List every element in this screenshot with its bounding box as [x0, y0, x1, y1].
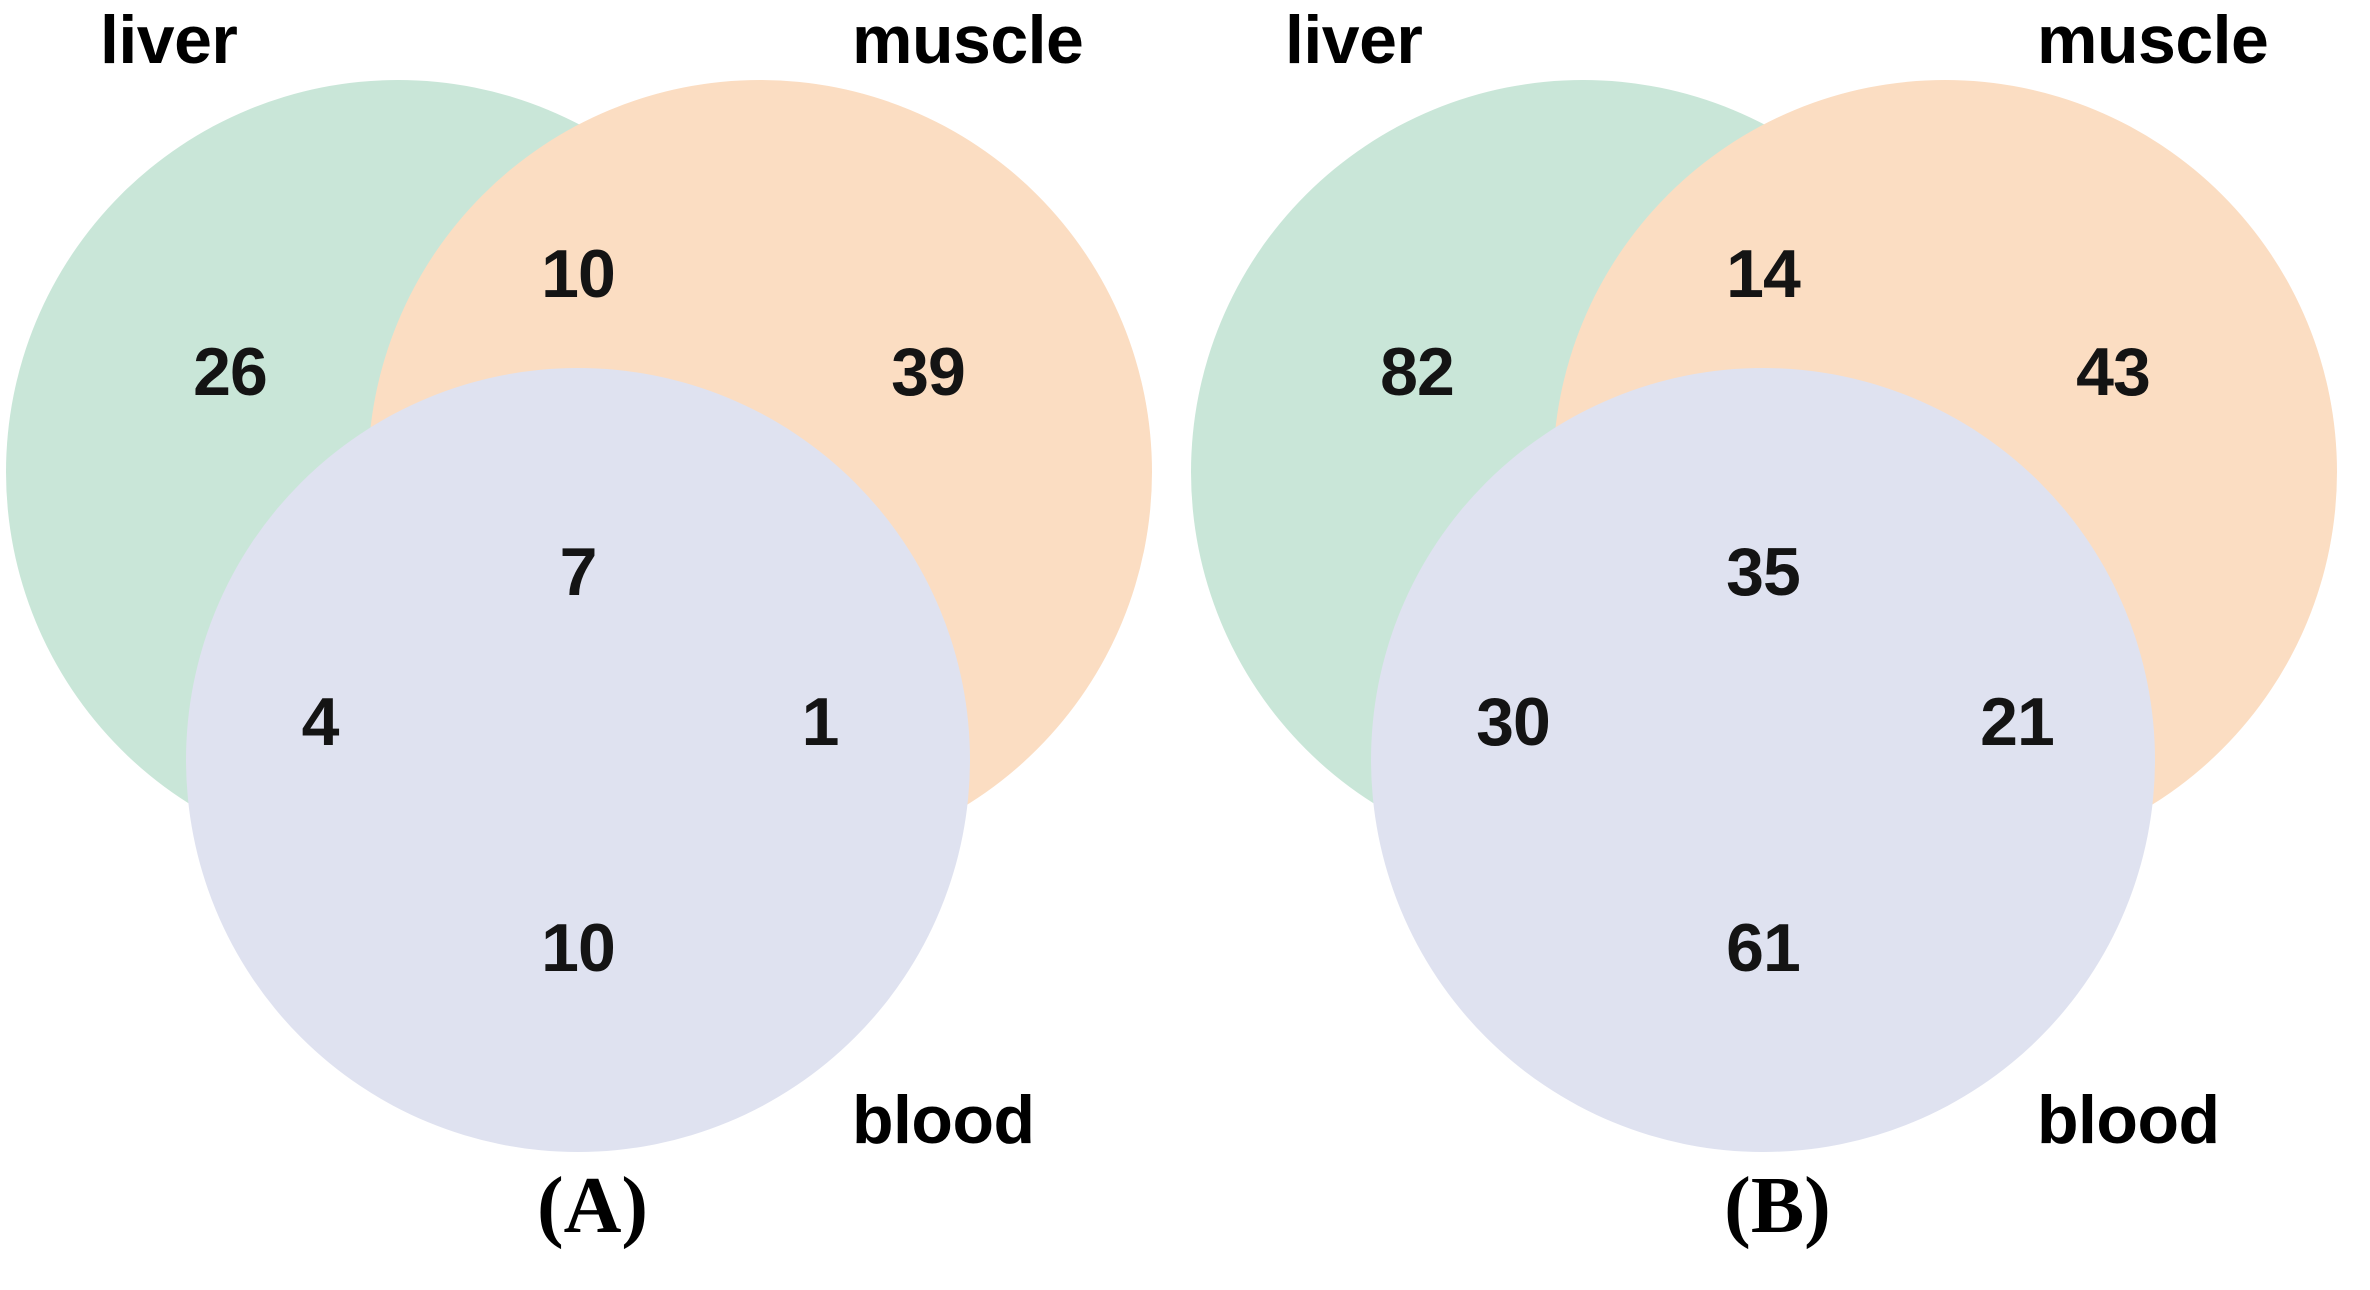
count-muscle-only: 43	[2076, 334, 2151, 410]
count-liver-only: 82	[1380, 334, 1455, 410]
count-muscle-blood: 21	[1980, 684, 2055, 760]
count-blood-only: 61	[1726, 910, 1801, 986]
count-liver-blood: 30	[1476, 684, 1551, 760]
count-liver-muscle-blood: 7	[559, 534, 598, 610]
count-blood-only: 10	[541, 910, 616, 986]
venn-circles-b	[1191, 80, 2337, 1152]
blood-circle	[186, 368, 970, 1152]
count-liver-muscle: 10	[541, 236, 616, 312]
count-muscle-only: 39	[891, 334, 966, 410]
count-liver-blood: 4	[301, 684, 340, 760]
set-label-muscle: muscle	[852, 2, 1084, 78]
panel-caption-b: (B)	[1724, 1162, 1831, 1250]
count-liver-only: 26	[193, 334, 268, 410]
set-label-liver: liver	[1285, 2, 1423, 78]
count-liver-muscle: 14	[1726, 236, 1801, 312]
count-muscle-blood: 1	[801, 684, 840, 760]
set-label-blood: blood	[2037, 1082, 2220, 1158]
venn-panel-b: liver muscle blood 82 43 61 14 30 21 35 …	[1185, 0, 2370, 1290]
set-label-blood: blood	[852, 1082, 1035, 1158]
panel-caption-a: (A)	[536, 1162, 649, 1250]
count-liver-muscle-blood: 35	[1726, 534, 1801, 610]
venn-circles-a	[6, 80, 1152, 1152]
venn-panel-a: liver muscle blood 26 39 10 10 4 1 7 (A)	[6, 2, 1152, 1250]
set-label-liver: liver	[100, 2, 238, 78]
blood-circle	[1371, 368, 2155, 1152]
set-label-muscle: muscle	[2037, 2, 2269, 78]
